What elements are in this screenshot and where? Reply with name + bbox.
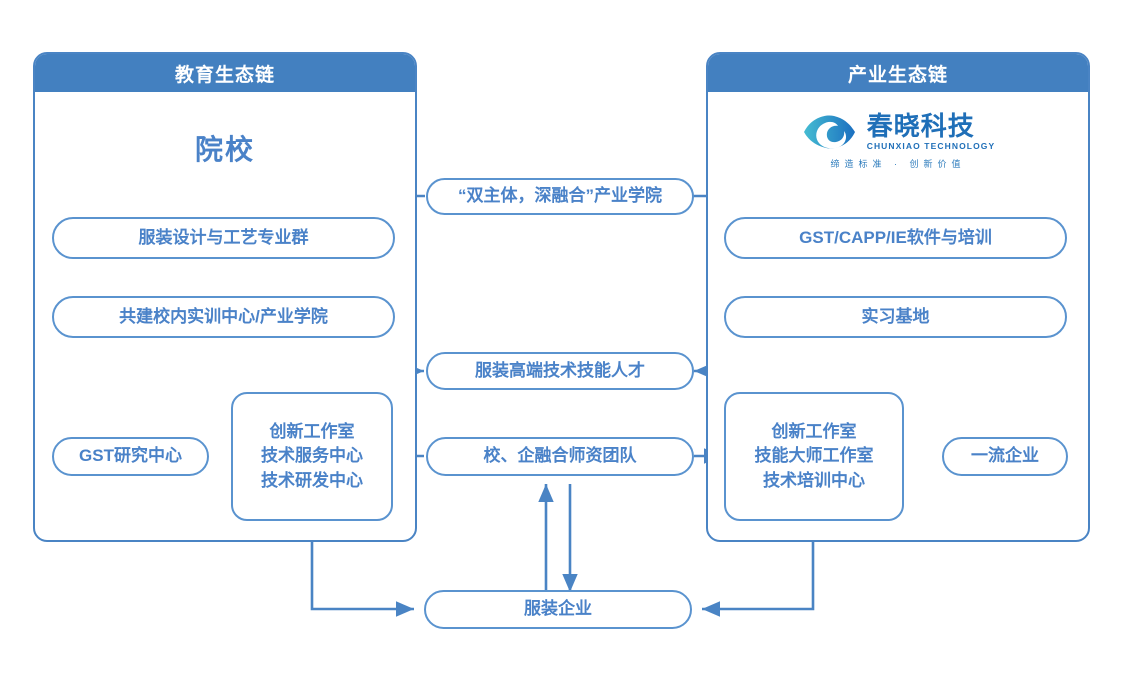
left-panel-heading: 院校: [194, 134, 255, 165]
node-apparel-design-major[interactable]: 服装设计与工艺专业群: [52, 217, 395, 259]
panel-education-title: 教育生态链: [35, 54, 415, 92]
right-center-line-1: 创新工作室: [771, 421, 857, 441]
left-center-line-2: 技术服务中心: [261, 446, 363, 466]
logo-name-cn: 春晓科技: [866, 111, 975, 141]
left-center-line-3: 技术研发中心: [261, 470, 363, 490]
node-high-end-talent[interactable]: 服装高端技术技能人才: [426, 352, 694, 390]
logo-name-en: CHUNXIAO TECHNOLOGY: [866, 141, 996, 151]
node-gst-research-center[interactable]: GST研究中心: [52, 437, 209, 476]
node-left-centers[interactable]: 创新工作室 技术服务中心 技术研发中心: [231, 392, 393, 521]
eye-swirl-icon: [803, 115, 855, 149]
node-top-enterprise[interactable]: 一流企业: [942, 437, 1068, 476]
logo-slogan: 缔造标准 · 创新价值: [830, 159, 966, 169]
left-center-line-1: 创新工作室: [269, 421, 355, 441]
edge-leftcenters-to-apparel: [310, 521, 414, 617]
node-right-centers[interactable]: 创新工作室 技能大师工作室 技术培训中心: [724, 392, 904, 521]
node-apparel-enterprise[interactable]: 服装企业: [424, 590, 692, 629]
node-gst-capp-ie-software[interactable]: GST/CAPP/IE软件与培训: [724, 217, 1067, 259]
right-center-line-2: 技能大师工作室: [754, 446, 874, 466]
node-industry-college[interactable]: “双主体，深融合”产业学院: [426, 178, 694, 215]
panel-industry-title: 产业生态链: [708, 54, 1088, 92]
node-joint-training-center[interactable]: 共建校内实训中心/产业学院: [52, 296, 395, 338]
node-internship-base[interactable]: 实习基地: [724, 296, 1067, 338]
node-faculty-team[interactable]: 校、企融合师资团队: [426, 437, 694, 476]
chunxiao-logo: 春晓科技 CHUNXIAO TECHNOLOGY 缔造标准 · 创新价值: [706, 112, 1090, 170]
edge-rightcenters-to-apparel: [702, 521, 815, 617]
right-center-line-3: 技术培训中心: [763, 470, 865, 490]
